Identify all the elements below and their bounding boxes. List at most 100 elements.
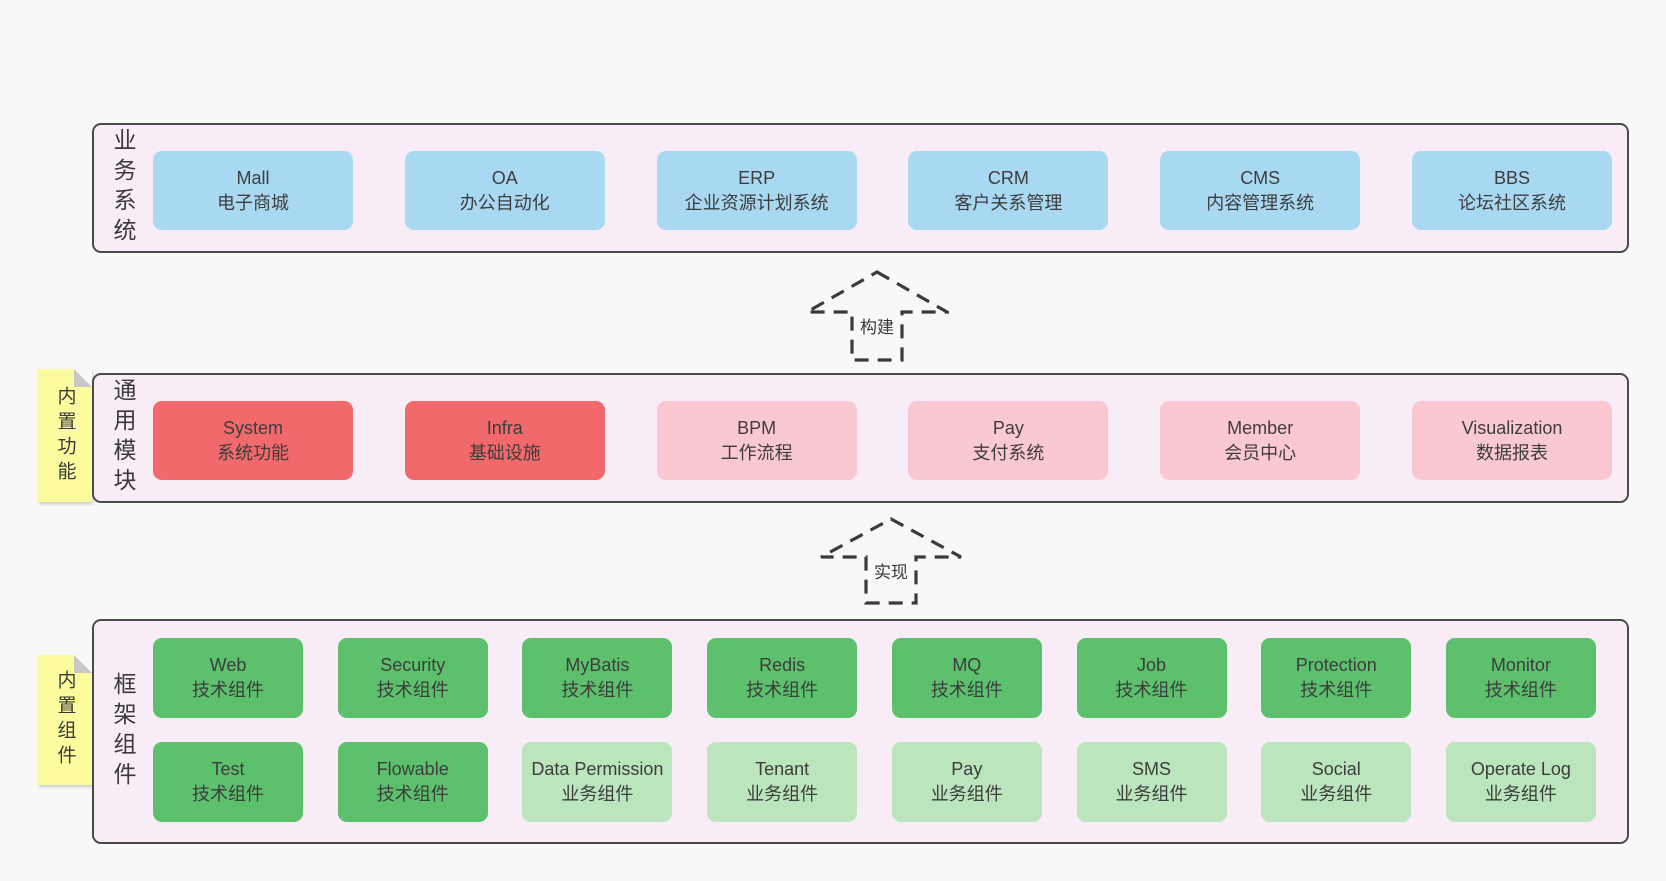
box-job: Job 技术组件 (1076, 638, 1227, 718)
builtin-features-sticky-note: 内置功能 (38, 369, 92, 502)
box-subtitle: 业务组件 (1300, 784, 1373, 804)
box-title: Operate Log (1470, 759, 1571, 780)
box-title: ERP (738, 167, 776, 188)
sticky-label: 内置功能 (54, 385, 76, 486)
box-title: Pay (951, 759, 983, 780)
box-title: Test (211, 759, 245, 780)
common-modules-panel: 通用模块 System 系统功能 Infra 基础设施 BPM 工作流程 Pay… (92, 373, 1629, 503)
box-title: Data Permission (531, 759, 664, 780)
box-mall: Mall 电子商城 (153, 151, 353, 230)
box-infra: Infra 基础设施 (404, 401, 605, 480)
box-subtitle: 企业资源计划系统 (684, 192, 829, 213)
box-crm: CRM 客户关系管理 (908, 151, 1109, 230)
common-modules-side-label: 通用模块 (110, 378, 136, 498)
box-subtitle: 业务组件 (1115, 784, 1188, 804)
box-subtitle: 论坛社区系统 (1457, 192, 1566, 213)
box-subtitle: 客户关系管理 (954, 192, 1063, 213)
box-title: Redis (759, 655, 806, 676)
box-member: Member 会员中心 (1160, 401, 1361, 480)
box-title: Flowable (376, 759, 449, 780)
box-subtitle: 系统功能 (217, 442, 289, 463)
box-cms: CMS 内容管理系统 (1160, 151, 1361, 230)
business-systems-panel: 业务系统 Mall 电子商城 OA 办公自动化 ERP 企业资源计划系统 CRM… (92, 123, 1629, 253)
box-subtitle: 工作流程 (720, 442, 793, 463)
box-security: Security 技术组件 (337, 638, 488, 718)
framework-components-row-2: Test 技术组件 Flowable 技术组件 Data Permission … (153, 742, 1596, 822)
box-subtitle: 技术组件 (192, 680, 264, 700)
box-title: BBS (1493, 167, 1530, 188)
box-subtitle: 业务组件 (1484, 784, 1557, 804)
box-title: Web (209, 655, 247, 676)
box-title: Pay (992, 417, 1024, 438)
box-protection: Protection 技术组件 (1261, 638, 1412, 718)
box-subtitle: 技术组件 (192, 784, 264, 804)
box-title: BPM (737, 417, 777, 438)
box-subtitle: 技术组件 (1300, 680, 1373, 700)
box-bbs: BBS 论坛社区系统 (1411, 151, 1612, 230)
box-web: Web 技术组件 (153, 638, 303, 718)
box-subtitle: 业务组件 (561, 784, 634, 804)
up-arrow-icon (820, 517, 962, 605)
box-subtitle: 业务组件 (746, 784, 819, 804)
implement-arrow-label: 实现 (819, 558, 963, 583)
box-erp: ERP 企业资源计划系统 (656, 151, 857, 230)
box-subtitle: 技术组件 (376, 784, 449, 804)
box-title: CMS (1240, 167, 1281, 188)
box-tenant: Tenant 业务组件 (707, 742, 858, 822)
box-subtitle: 技术组件 (376, 680, 449, 700)
framework-components-row-1: Web 技术组件 Security 技术组件 MyBatis 技术组件 Redi… (153, 638, 1596, 718)
common-modules-row: System 系统功能 Infra 基础设施 BPM 工作流程 Pay 支付系统… (153, 401, 1612, 480)
box-title: Job (1137, 655, 1167, 676)
box-visualization: Visualization 数据报表 (1411, 401, 1612, 480)
box-social: Social 业务组件 (1261, 742, 1412, 822)
box-subtitle: 技术组件 (746, 680, 819, 700)
box-mybatis: MyBatis 技术组件 (522, 638, 673, 718)
box-title: CRM (987, 167, 1029, 188)
box-system: System 系统功能 (153, 401, 353, 480)
box-subtitle: 电子商城 (217, 192, 289, 213)
box-subtitle: 技术组件 (930, 680, 1003, 700)
sticky-label: 内置组件 (54, 670, 76, 770)
box-pay-module: Pay 支付系统 (908, 401, 1109, 480)
business-systems-side-label: 业务系统 (110, 128, 136, 248)
box-title: MQ (952, 655, 982, 676)
box-title: MyBatis (565, 655, 630, 676)
box-title: Security (380, 655, 446, 676)
framework-components-panel: 框架组件 Web 技术组件 Security 技术组件 MyBatis 技术组件… (92, 619, 1629, 844)
box-title: Protection (1295, 655, 1377, 676)
box-subtitle: 技术组件 (1484, 680, 1557, 700)
implement-arrow: 实现 (819, 517, 963, 605)
box-bpm: BPM 工作流程 (656, 401, 857, 480)
box-subtitle: 数据报表 (1475, 442, 1548, 463)
box-subtitle: 内容管理系统 (1206, 192, 1315, 213)
builtin-components-sticky-note: 内置组件 (38, 655, 92, 785)
box-title: Member (1227, 417, 1294, 438)
box-subtitle: 支付系统 (972, 442, 1045, 463)
box-operate-log: Operate Log 业务组件 (1445, 742, 1596, 822)
box-redis: Redis 技术组件 (707, 638, 858, 718)
box-title: Social (1311, 759, 1361, 780)
folded-corner-icon (74, 655, 92, 673)
build-arrow: 构建 (805, 270, 949, 362)
box-sms: SMS 业务组件 (1076, 742, 1227, 822)
box-monitor: Monitor 技术组件 (1445, 638, 1596, 718)
box-title: Infra (486, 417, 523, 438)
box-title: Tenant (755, 759, 810, 780)
box-title: SMS (1132, 759, 1172, 780)
box-title: Mall (236, 167, 270, 188)
box-subtitle: 业务组件 (930, 784, 1003, 804)
folded-corner-icon (74, 369, 92, 387)
framework-components-side-label: 框架组件 (110, 671, 136, 792)
box-subtitle: 技术组件 (561, 680, 634, 700)
box-mq: MQ 技术组件 (891, 638, 1042, 718)
up-arrow-icon (805, 270, 949, 362)
build-arrow-label: 构建 (805, 313, 949, 338)
box-pay-component: Pay 业务组件 (891, 742, 1042, 822)
box-subtitle: 技术组件 (1115, 680, 1188, 700)
business-systems-row: Mall 电子商城 OA 办公自动化 ERP 企业资源计划系统 CRM 客户关系… (153, 151, 1612, 230)
box-test: Test 技术组件 (153, 742, 303, 822)
box-subtitle: 基础设施 (468, 442, 541, 463)
box-title: Monitor (1490, 655, 1551, 676)
box-oa: OA 办公自动化 (404, 151, 605, 230)
